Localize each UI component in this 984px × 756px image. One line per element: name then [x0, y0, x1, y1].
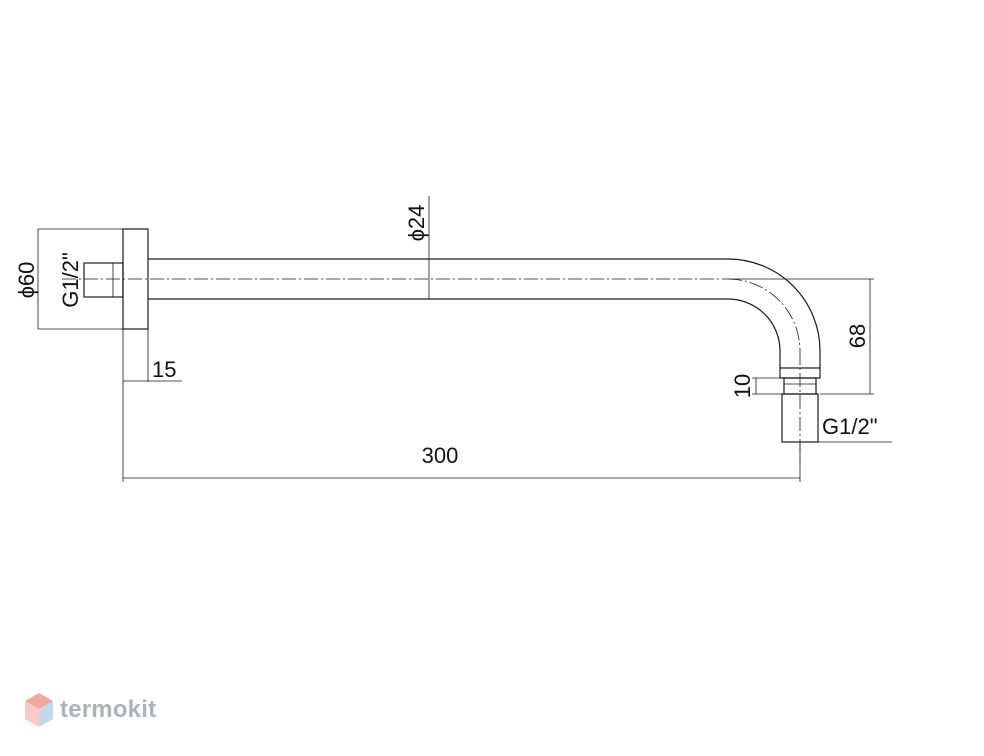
label-pipe-diameter: ϕ24	[404, 205, 429, 242]
dim-flange-thickness: 15	[122, 329, 182, 382]
inlet-nipple	[83, 262, 124, 298]
dim-inlet-thread: G1/2"	[58, 252, 85, 308]
dim-outlet-nut-height: 10	[730, 374, 784, 398]
dim-outlet-thread: G1/2"	[818, 414, 892, 443]
label-outlet-nut-height: 10	[730, 374, 755, 398]
label-flange-diameter: ϕ60	[14, 262, 39, 299]
dim-drop-height: 68	[728, 278, 874, 395]
label-inlet-thread: G1/2"	[58, 252, 83, 308]
label-outlet-thread: G1/2"	[822, 414, 878, 439]
dim-flange-diameter: ϕ60	[14, 228, 123, 330]
label-flange-thickness: 15	[152, 357, 176, 382]
shower-arm-pipe	[148, 258, 821, 368]
label-length: 300	[422, 443, 459, 468]
dim-pipe-diameter: ϕ24	[404, 196, 430, 299]
cube-logo-icon	[25, 693, 53, 727]
dim-length: 300	[122, 382, 801, 482]
label-drop-height: 68	[845, 324, 870, 348]
watermark-text: termokit	[60, 696, 157, 723]
termokit-watermark: termokit	[24, 692, 156, 728]
